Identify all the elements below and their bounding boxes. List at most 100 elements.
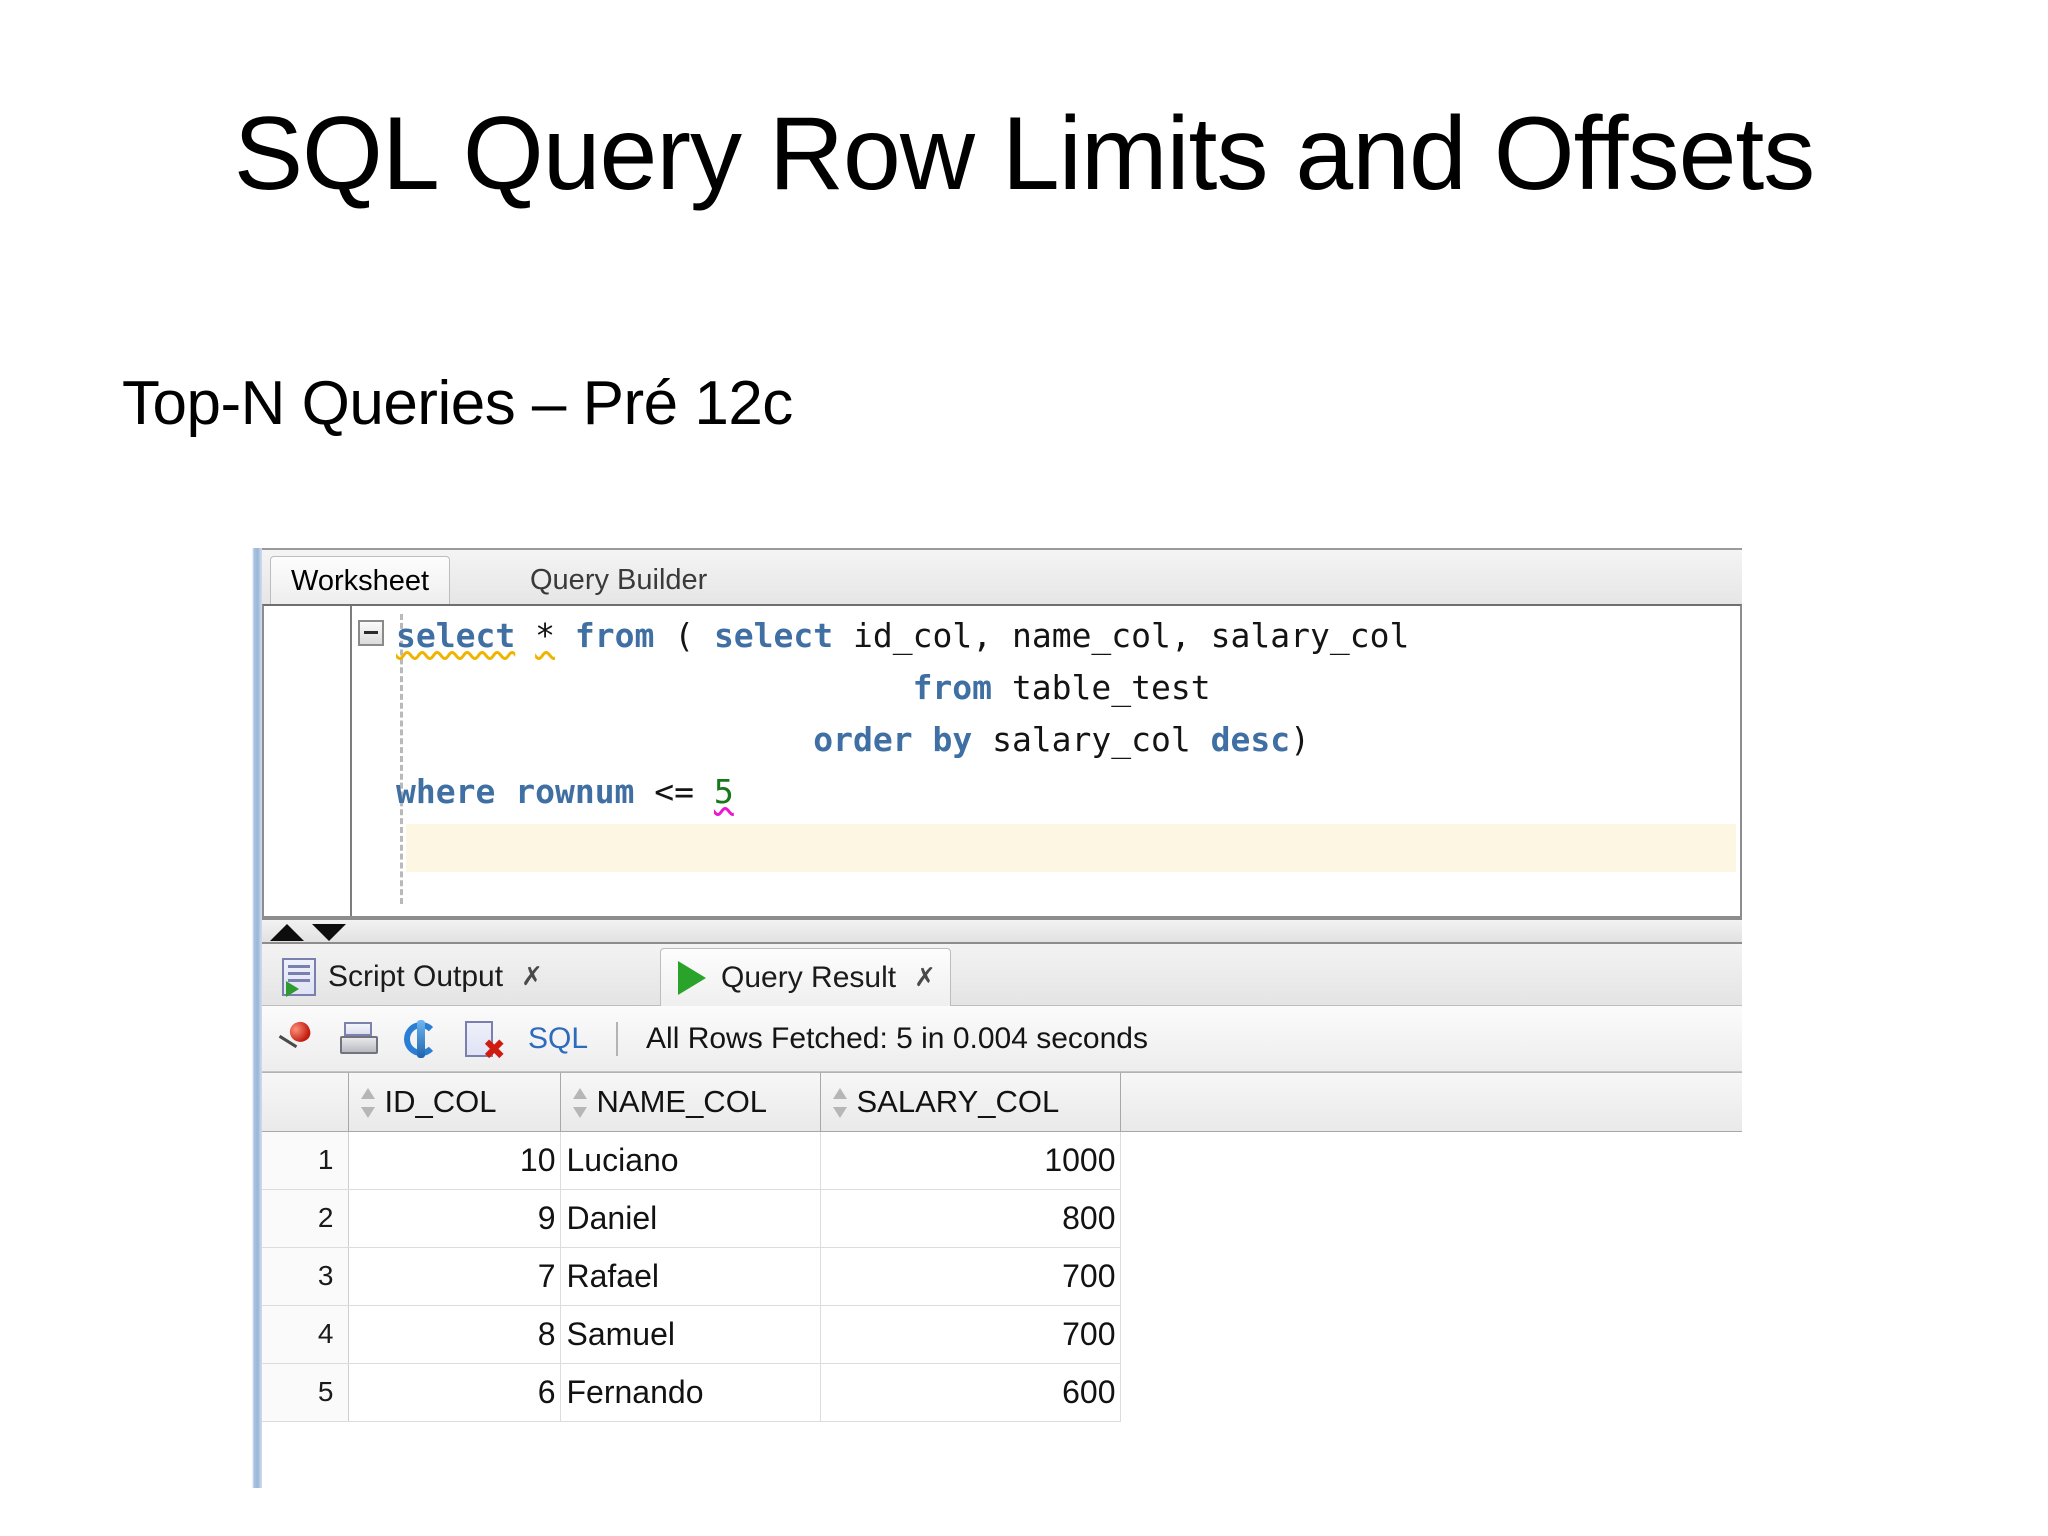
- code-token: rownum: [515, 772, 635, 811]
- row-number-cell[interactable]: 4: [262, 1304, 349, 1364]
- code-token: where: [396, 772, 496, 811]
- code-token: ): [1290, 720, 1310, 759]
- row-number-cell[interactable]: 3: [262, 1246, 349, 1306]
- close-icon[interactable]: ✗: [521, 962, 543, 992]
- collapse-up-icon[interactable]: [270, 924, 304, 941]
- cell-salary-col[interactable]: 600: [819, 1362, 1121, 1422]
- clear-results-icon[interactable]: [462, 1018, 506, 1064]
- column-header-name-col[interactable]: NAME_COL: [559, 1073, 821, 1132]
- cell-filler: [1120, 1131, 1742, 1189]
- sort-icon: [359, 1086, 377, 1120]
- print-icon[interactable]: [338, 1018, 380, 1060]
- column-header-filler: [1119, 1073, 1742, 1132]
- result-tabstrip: Script Output ✗ Query Result ✗: [262, 944, 1742, 1006]
- code-fold-collapse-icon[interactable]: [358, 620, 384, 646]
- code-token: from: [912, 668, 993, 707]
- cell-salary-col[interactable]: 800: [819, 1188, 1121, 1248]
- sql-developer-body: Worksheet Query Builder select * from ( …: [262, 548, 1742, 1488]
- toolbar-separator: [616, 1021, 619, 1056]
- code-token: select: [396, 616, 516, 655]
- page-title: SQL Query Row Limits and Offsets: [233, 96, 1816, 212]
- code-token: [396, 720, 813, 759]
- sql-editor[interactable]: select * from ( select id_col, name_col,…: [262, 604, 1742, 918]
- column-header-label: ID_COL: [384, 1083, 497, 1119]
- cell-id-col[interactable]: 6: [347, 1362, 561, 1422]
- cell-filler: [1120, 1363, 1742, 1421]
- tab-worksheet[interactable]: Worksheet: [270, 556, 451, 606]
- grid-corner-cell: [262, 1073, 349, 1132]
- cell-name-col[interactable]: Samuel: [559, 1304, 821, 1364]
- code-token: [913, 720, 933, 759]
- sort-icon: [571, 1086, 589, 1120]
- cell-id-col[interactable]: 10: [347, 1130, 561, 1190]
- current-line-highlight: [406, 824, 1736, 872]
- code-token: by: [932, 720, 973, 759]
- result-panel: Script Output ✗ Query Result ✗ SQL All R…: [262, 944, 1742, 1488]
- code-token: order: [813, 720, 913, 759]
- code-token: <=: [634, 772, 714, 811]
- pin-icon[interactable]: [276, 1018, 318, 1060]
- play-icon: [675, 960, 709, 996]
- code-token: table_test: [992, 668, 1211, 707]
- row-number-cell[interactable]: 5: [262, 1362, 349, 1422]
- worksheet-tabstrip: Worksheet Query Builder: [262, 548, 1742, 606]
- code-token: [555, 616, 575, 655]
- sql-developer-screenshot: Worksheet Query Builder select * from ( …: [252, 548, 1742, 1488]
- code-line: where rownum <= 5: [396, 766, 1740, 818]
- close-icon[interactable]: ✗: [914, 962, 936, 993]
- cell-salary-col[interactable]: 700: [819, 1246, 1121, 1306]
- collapse-down-icon[interactable]: [312, 924, 346, 941]
- cell-salary-col[interactable]: 700: [819, 1304, 1121, 1364]
- tab-query-result-label: Query Result: [721, 960, 897, 994]
- editor-gutter: [264, 606, 352, 916]
- sql-code-text[interactable]: select * from ( select id_col, name_col,…: [396, 606, 1740, 916]
- column-header-label: NAME_COL: [596, 1083, 768, 1119]
- column-header-salary-col[interactable]: SALARY_COL: [819, 1073, 1121, 1132]
- status-text: All Rows Fetched: 5 in 0.004 seconds: [646, 1021, 1148, 1055]
- code-line: order by salary_col desc): [396, 714, 1740, 766]
- code-fold-column: [354, 606, 396, 916]
- sql-label[interactable]: SQL: [528, 1021, 589, 1055]
- script-output-icon: [282, 958, 316, 997]
- cell-id-col[interactable]: 9: [347, 1188, 561, 1248]
- slide-subtitle: Top-N Queries – Pré 12c: [122, 369, 793, 438]
- cell-name-col[interactable]: Rafael: [559, 1246, 821, 1306]
- cell-filler: [1120, 1189, 1742, 1247]
- code-token: from: [574, 616, 655, 655]
- cell-name-col[interactable]: Daniel: [559, 1188, 821, 1248]
- cell-name-col[interactable]: Fernando: [559, 1362, 821, 1422]
- panel-splitter[interactable]: [262, 918, 1742, 944]
- column-header-id-col[interactable]: ID_COL: [347, 1073, 561, 1132]
- refresh-icon[interactable]: [400, 1018, 442, 1060]
- cell-salary-col[interactable]: 1000: [819, 1130, 1121, 1190]
- result-toolbar: SQL All Rows Fetched: 5 in 0.004 seconds: [262, 1006, 1742, 1072]
- row-number-cell[interactable]: 1: [262, 1130, 349, 1190]
- cell-name-col[interactable]: Luciano: [559, 1130, 821, 1190]
- code-token: *: [535, 616, 555, 655]
- sort-icon: [831, 1086, 849, 1120]
- tab-script-output[interactable]: Script Output ✗: [268, 948, 557, 1006]
- cell-filler: [1120, 1247, 1742, 1305]
- selection-bar: [252, 548, 262, 1488]
- code-token: salary_col: [972, 720, 1211, 759]
- cell-id-col[interactable]: 7: [347, 1246, 561, 1306]
- code-token: (: [654, 616, 714, 655]
- cell-id-col[interactable]: 8: [347, 1304, 561, 1364]
- row-number-cell[interactable]: 2: [262, 1188, 349, 1248]
- code-token: 5: [713, 772, 734, 811]
- code-line: select * from ( select id_col, name_col,…: [396, 610, 1740, 662]
- indent-guide: [400, 614, 403, 904]
- table-header-row: ID_COL NAME_COL SALARY_COL: [262, 1073, 1742, 1132]
- code-token: desc: [1210, 720, 1291, 759]
- code-token: [396, 668, 913, 707]
- tab-query-builder[interactable]: Query Builder: [530, 564, 708, 596]
- column-header-label: SALARY_COL: [856, 1083, 1060, 1119]
- tab-query-result[interactable]: Query Result ✗: [660, 948, 951, 1006]
